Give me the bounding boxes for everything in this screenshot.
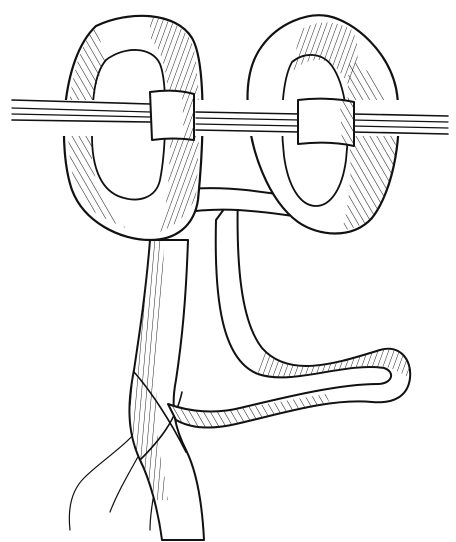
twisted-strand — [128, 239, 205, 541]
rod — [11, 99, 449, 136]
front-straps — [149, 89, 355, 147]
long-ribbon-loop — [167, 189, 412, 429]
